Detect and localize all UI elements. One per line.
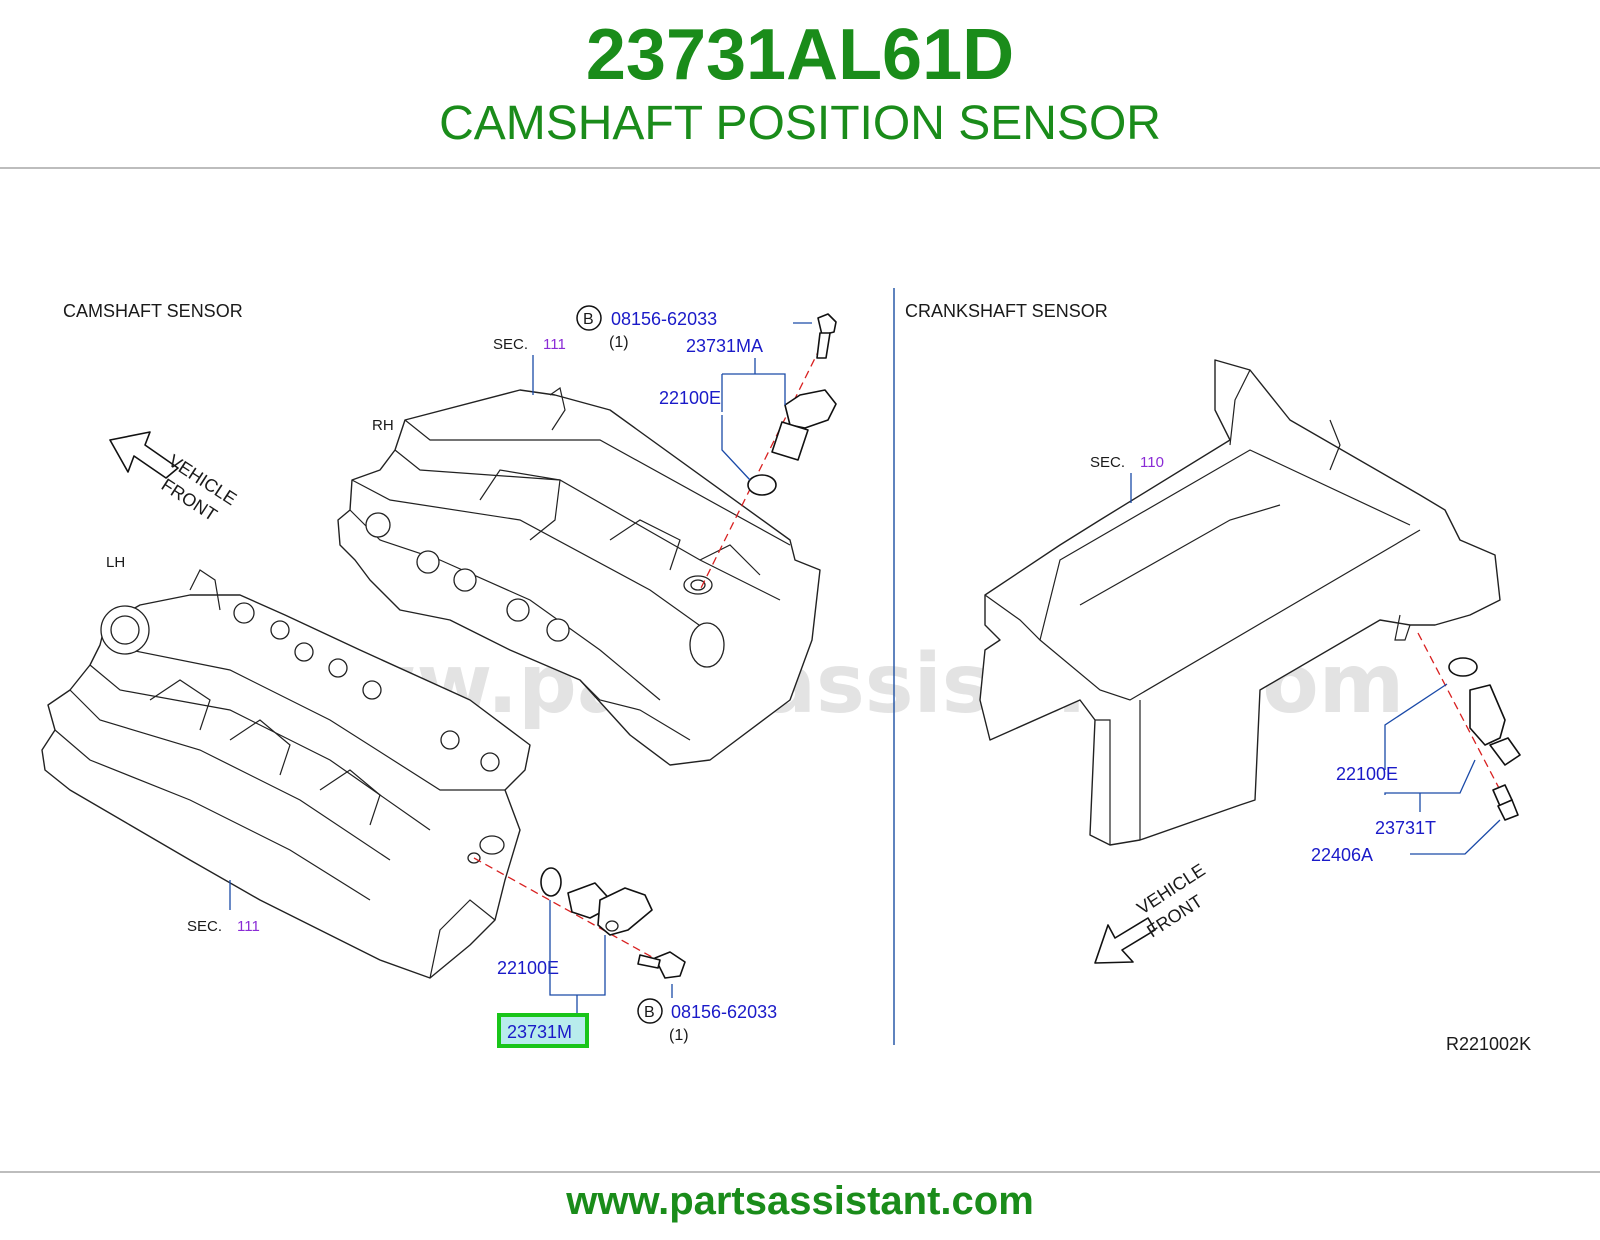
label-22100E-top: 22100E [659, 388, 721, 408]
label-22406A: 22406A [1311, 845, 1373, 865]
sec-number-top: 111 [543, 336, 566, 353]
vehicle-front-arrow-left: VEHICLE FRONT [109, 431, 240, 525]
bolt-qty-top: (1) [609, 334, 629, 351]
bolt-marker-bottom-letter: B [644, 1004, 655, 1021]
sec-label-crank: SEC. [1090, 454, 1125, 471]
label-22100E-crank: 22100E [1336, 764, 1398, 784]
bolt-marker-bottom [637, 998, 663, 1024]
bolt-part-bottom: 08156-62033 [671, 1002, 777, 1022]
bolt-marker-top [576, 305, 602, 331]
sec-number-crank: 110 [1140, 454, 1164, 471]
lh-label: LH [106, 554, 125, 571]
bolt-qty-bottom: (1) [669, 1027, 689, 1044]
diagram-reference-code: R221002K [1446, 1034, 1531, 1054]
sec-label-top: SEC. [493, 336, 528, 353]
bolt-part-top: 08156-62033 [611, 309, 717, 329]
vehicle-front-arrow-right: VEHICLE FRONT [1094, 860, 1209, 964]
lh-sensor-assembly [473, 857, 686, 979]
oil-pan [979, 359, 1501, 846]
label-22100E-lh: 22100E [497, 958, 559, 978]
footer-divider [0, 1171, 1600, 1173]
rh-label: RH [372, 417, 394, 434]
camshaft-section-title: CAMSHAFT SENSOR [63, 301, 243, 321]
label-23731T: 23731T [1375, 818, 1436, 838]
rh-sensor-assembly [699, 313, 837, 591]
header-divider [0, 167, 1600, 169]
sec-number-bottom: 111 [237, 918, 260, 935]
label-23731MA: 23731MA [686, 336, 763, 356]
lh-cylinder-head [41, 569, 531, 979]
sec-label-bottom: SEC. [187, 918, 222, 935]
crankshaft-section-title: CRANKSHAFT SENSOR [905, 301, 1108, 321]
label-23731M-highlighted[interactable]: 23731M [507, 1022, 572, 1042]
crank-sensor-assembly [1417, 632, 1521, 821]
bolt-marker-top-letter: B [583, 311, 594, 328]
parts-diagram: www.partsassistant.com CAMSHAFT SENSOR C… [41, 288, 1531, 1054]
part-number-title: 23731AL61D [585, 15, 1015, 95]
footer-website-link[interactable]: www.partsassistant.com [566, 1179, 1034, 1223]
rh-cylinder-head [337, 386, 821, 766]
part-name-subtitle: CAMSHAFT POSITION SENSOR [439, 97, 1161, 150]
highlighted-part-box[interactable] [497, 1013, 589, 1048]
